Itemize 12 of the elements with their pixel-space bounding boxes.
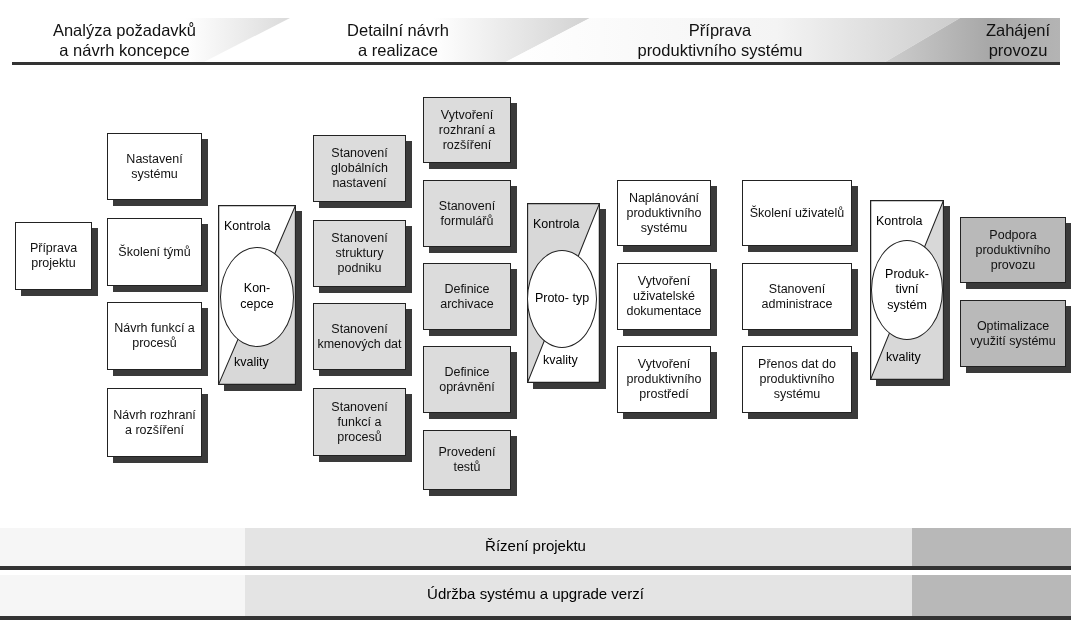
gate-label: Kontrola xyxy=(224,219,271,233)
cross-phase-band xyxy=(0,575,1071,620)
gate-label: kvality xyxy=(234,355,269,369)
band-title: Řízení projektu xyxy=(485,536,586,554)
phase-title: Analýza požadavků a návrh koncepce xyxy=(42,21,207,61)
gate-label: Kontrola xyxy=(533,217,580,231)
gate-label: kvality xyxy=(543,353,578,367)
phase-title: Detailní návrh a realizace xyxy=(336,21,460,61)
gate-label: Kontrola xyxy=(876,214,923,228)
cross-phase-band xyxy=(0,528,1071,570)
band-title: Údržba systému a upgrade verzí xyxy=(427,585,644,602)
gate-label: kvality xyxy=(886,350,921,364)
